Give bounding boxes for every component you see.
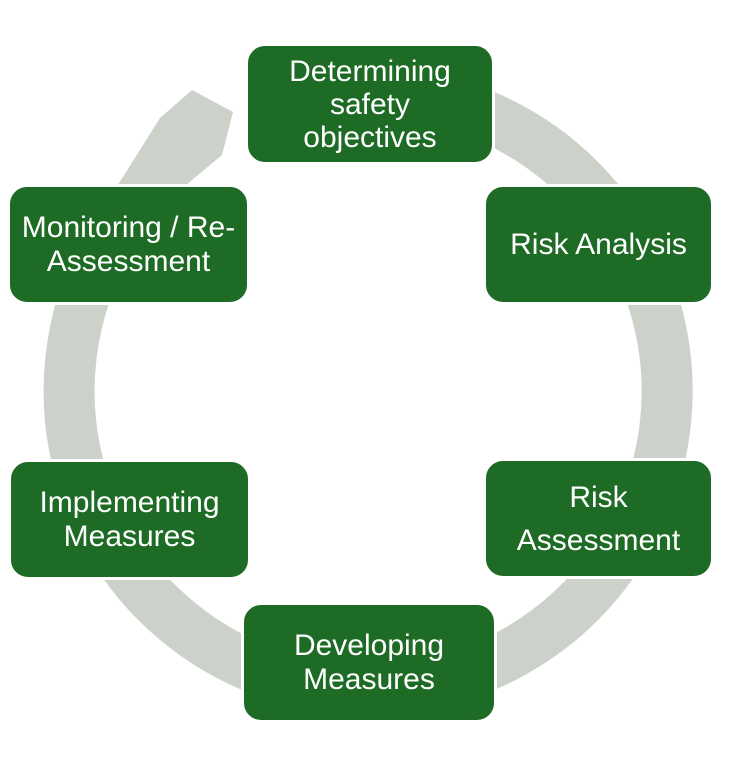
node-monitoring-re-assessment: Monitoring / Re- Assessment bbox=[7, 184, 250, 305]
node-risk-analysis: Risk Analysis bbox=[483, 184, 714, 305]
node-determining-safety-objectives: Determining safety objectives bbox=[245, 43, 495, 165]
node-risk-assessment: Risk Assessment bbox=[483, 458, 714, 579]
node-label: Developing Measures bbox=[293, 628, 445, 696]
node-label: Implementing Measures bbox=[39, 485, 220, 553]
node-label: Risk Analysis bbox=[510, 227, 687, 261]
node-label: Determining safety objectives bbox=[289, 54, 451, 154]
node-implementing-measures: Implementing Measures bbox=[8, 459, 251, 580]
node-label: Risk Assessment bbox=[516, 480, 681, 557]
node-label: Monitoring / Re- Assessment bbox=[21, 210, 236, 278]
node-developing-measures: Developing Measures bbox=[241, 602, 497, 723]
